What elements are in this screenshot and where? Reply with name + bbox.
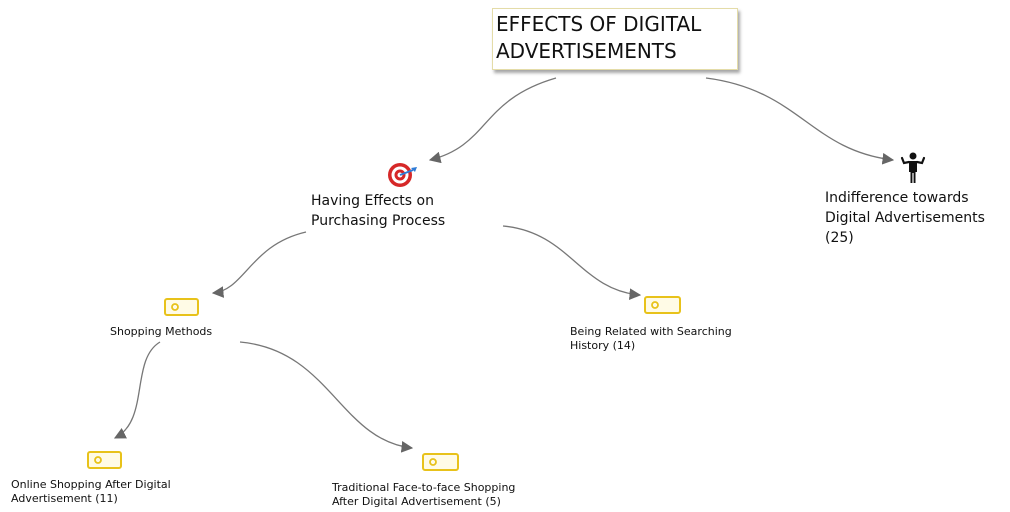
tag-icon [422, 453, 459, 471]
edge-shopping-methods-to-online [113, 341, 161, 439]
root-title: EFFECTS OF DIGITAL ADVERTISEMENTS [496, 12, 702, 63]
node-online-shopping-label[interactable]: Online Shopping After Digital Advertisem… [11, 478, 171, 505]
node-searching-history-label[interactable]: Being Related with Searching History (14… [570, 325, 732, 352]
edge-shopping-methods-to-traditional [239, 341, 414, 453]
tag-icon [87, 451, 122, 469]
node-indifference-label[interactable]: Indifference towards Digital Advertiseme… [825, 190, 985, 246]
node-purchasing-label[interactable]: Having Effects on Purchasing Process [311, 193, 446, 229]
edge-purchasing-to-searching-history [502, 225, 642, 300]
edge-purchasing-to-shopping-methods [211, 231, 307, 298]
root-topic[interactable]: EFFECTS OF DIGITAL ADVERTISEMENTS [492, 8, 738, 70]
shrugging-person-icon [900, 152, 926, 183]
edge-root-to-indifference [705, 77, 895, 165]
tag-icon [644, 296, 681, 314]
target-icon [388, 163, 417, 187]
tag-icon [164, 298, 199, 316]
node-traditional-shopping-label[interactable]: Traditional Face-to-face Shopping After … [332, 481, 516, 508]
edge-root-to-purchasing [428, 77, 557, 164]
node-shopping-methods-label[interactable]: Shopping Methods [110, 325, 213, 338]
